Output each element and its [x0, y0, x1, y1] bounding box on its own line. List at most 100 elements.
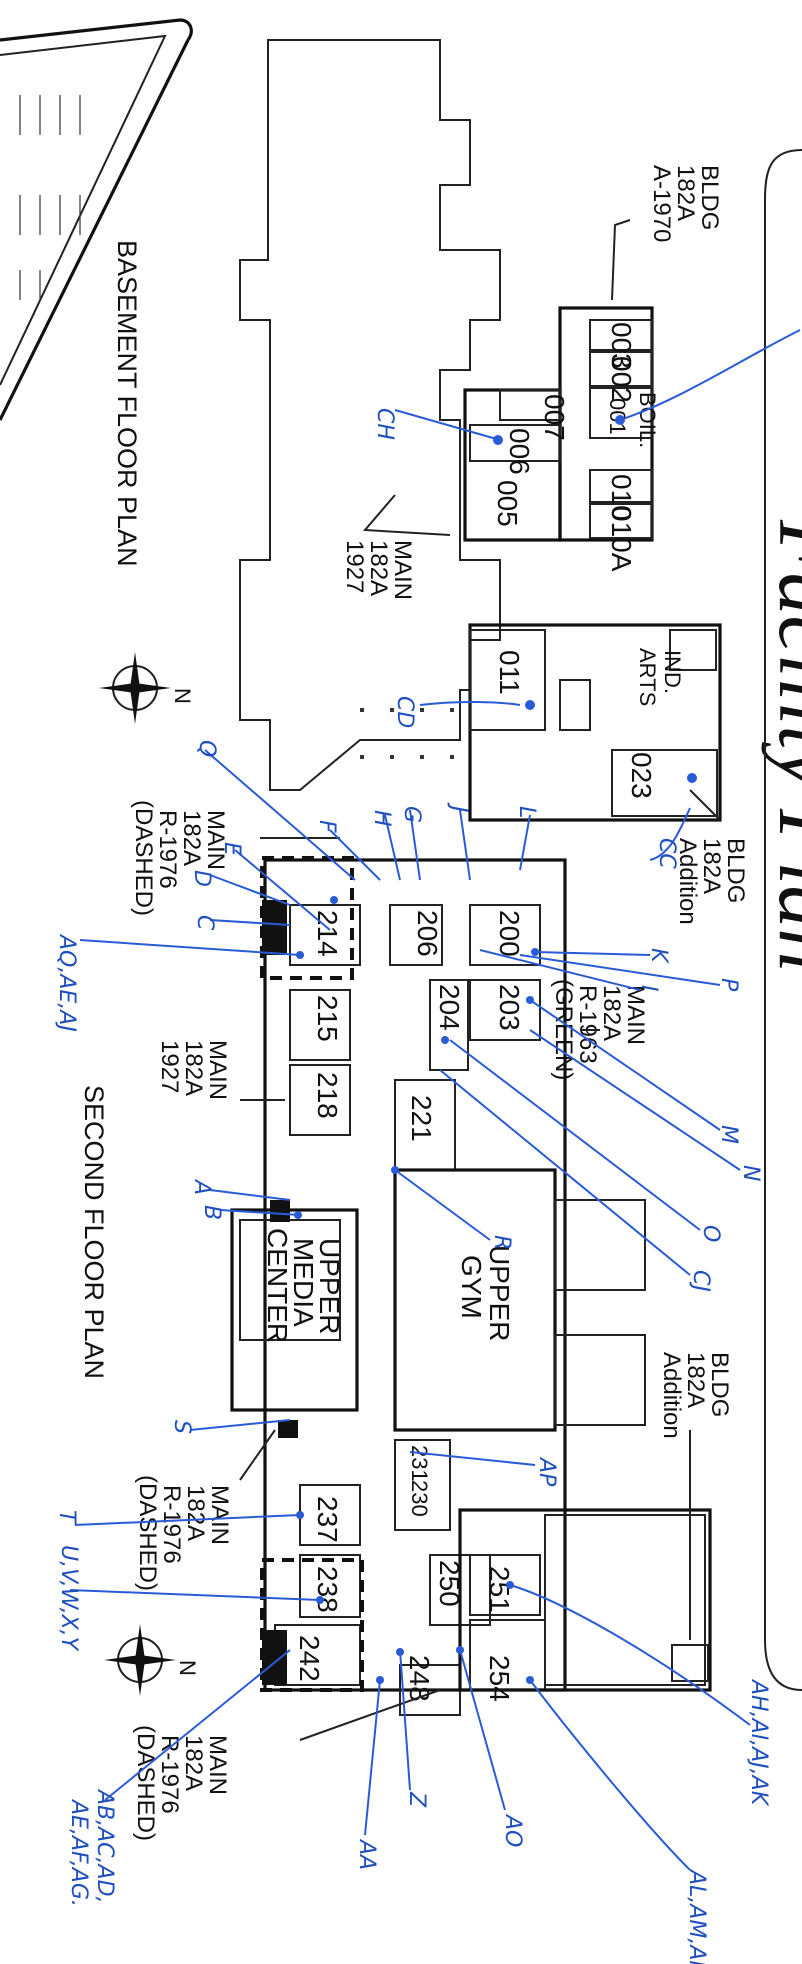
bldg2-f-line1: MAIN [204, 1735, 231, 1795]
bldg2-c-line1: MAIN [622, 985, 649, 1045]
leader-2e [239, 1429, 276, 1481]
compass-n-label: N [170, 688, 195, 704]
bldg2-b-line1: MAIN [204, 1040, 231, 1100]
bldg2-c-line3: R-1963 [574, 985, 601, 1064]
second-floor-title: SECOND FLOOR PLAN [79, 1085, 109, 1379]
tag-q: Q [194, 740, 219, 757]
leader-addition-b [689, 789, 721, 821]
bldg2-f-line2: 182A [180, 1735, 207, 1791]
tag-n: N [738, 1165, 763, 1181]
bldg2-f-line4: (DASHED) [132, 1725, 159, 1841]
tag-o: O [698, 1225, 723, 1242]
room-003: 003 [606, 322, 637, 369]
tag-r: R [489, 1235, 514, 1250]
room-boil: BOIL. [635, 392, 660, 448]
bldg2-a-line4: (DASHED) [130, 800, 157, 916]
basement-title: BASEMENT FLOOR PLAN [112, 240, 142, 567]
room-215: 215 [312, 995, 343, 1042]
tag-cc: CC [654, 838, 679, 869]
page-title: Facility Plan [761, 519, 802, 971]
room-221: 221 [406, 1095, 437, 1142]
bldg2-b-line3: 1927 [156, 1040, 183, 1093]
bldg2-e-line2: 182A [182, 1485, 209, 1541]
bldg2-e-line4: (DASHED) [134, 1475, 161, 1591]
room-arts: ARTS [635, 648, 660, 706]
tag-ae: AE,AF,AG. [66, 1798, 91, 1907]
bldg-label-addition-b-line3: Addition [674, 838, 701, 925]
tag-c: C [192, 915, 217, 931]
room-005: 005 [492, 480, 523, 527]
gym-label-1: UPPER [484, 1245, 515, 1341]
parking-lot [0, 18, 193, 421]
second-floor-plan: 214 206 200 215 204 203 218 221 UPPER ME… [79, 800, 733, 1841]
gym-label-2: GYM [456, 1255, 487, 1319]
media-label-2: MEDIA [288, 1238, 319, 1327]
room-204: 204 [434, 984, 465, 1031]
room-230: 230 [407, 1480, 432, 1517]
tag-l: L [514, 806, 539, 818]
tag-i: I [636, 985, 661, 992]
compass-n-label-2: N [175, 1660, 200, 1676]
room-007: 007 [539, 394, 570, 441]
leader-a1970 [611, 219, 631, 301]
bldg-label-main1927-line3: 1927 [341, 540, 368, 593]
room-254: 254 [484, 1655, 515, 1702]
room-011: 011 [494, 650, 525, 695]
tag-m: M [716, 1125, 741, 1144]
bldg-label-main1927-line2: 182A [365, 540, 392, 596]
media-label-1: UPPER [314, 1238, 345, 1334]
tag-h: H [369, 810, 394, 827]
tag-ch: CH [372, 408, 397, 440]
bldg-label-a1970-line2: 182A [672, 165, 699, 221]
room-206: 206 [412, 910, 443, 957]
room-200: 200 [494, 910, 525, 957]
room-251: 251 [484, 1566, 515, 1613]
room-214: 214 [312, 910, 343, 957]
leader-2f [299, 1689, 441, 1741]
bldg2-e-line3: R-1976 [158, 1485, 185, 1564]
tag-g: G [399, 806, 424, 823]
bldg2-d-line2: 182A [682, 1352, 709, 1408]
tag-p: P [716, 978, 741, 992]
bldg2-d-line3: Addition [658, 1352, 685, 1439]
bldg2-a-line3: R-1976 [154, 810, 181, 889]
bldg2-a-line1: MAIN [202, 810, 229, 870]
room-006: 006 [504, 428, 535, 475]
room-231: 231 [407, 1445, 432, 1482]
room-ind: IND. [660, 650, 685, 694]
tag-aa: AA [354, 1838, 379, 1870]
tag-a: A [189, 1178, 214, 1195]
tag-s: S [169, 1420, 194, 1434]
bldg2-e-line1: MAIN [206, 1485, 233, 1545]
compass-rose-basement: N [99, 652, 195, 724]
leader-main1927 [362, 494, 451, 536]
bldg-label-a1970-line1: BLDG [696, 165, 723, 230]
tag-j: J [446, 802, 471, 813]
media-label-3: CENTER [262, 1228, 293, 1343]
basement-plan: 003 002 BOIL. 001 007 006 005 010 010A 0… [112, 39, 749, 925]
tag-al: AL,AM,AN [684, 1868, 709, 1964]
bldg-label-addition-b-line2: 182A [698, 838, 725, 894]
bldg2-b-line2: 182A [180, 1040, 207, 1096]
room-248: 248 [404, 1655, 435, 1702]
room-250: 250 [434, 1560, 465, 1607]
tag-z: Z [404, 1791, 429, 1808]
tag-ap: AP [534, 1456, 559, 1487]
tag-cj: CJ [688, 1270, 713, 1292]
tag-uvwxy: U,V,W,X,Y [56, 1545, 81, 1652]
tag-aq: AQ,AE,AJ [54, 933, 79, 1032]
tag-ao: AO [500, 1813, 525, 1847]
bldg-label-a1970-line3: A-1970 [648, 165, 675, 242]
room-203: 203 [494, 984, 525, 1031]
title-frame [764, 149, 802, 1691]
room-002: 002 [606, 356, 637, 403]
bldg2-d-line1: BLDG [706, 1352, 733, 1417]
room-238: 238 [312, 1566, 343, 1613]
bldg2-c-line2: 182A [598, 985, 625, 1041]
compass-rose-second: N [104, 1624, 200, 1696]
tag-f: F [314, 820, 339, 833]
tag-ah: AH,AI,AJ,AK [746, 1678, 771, 1807]
tag-e: E [219, 842, 244, 856]
room-237: 237 [312, 1496, 343, 1543]
